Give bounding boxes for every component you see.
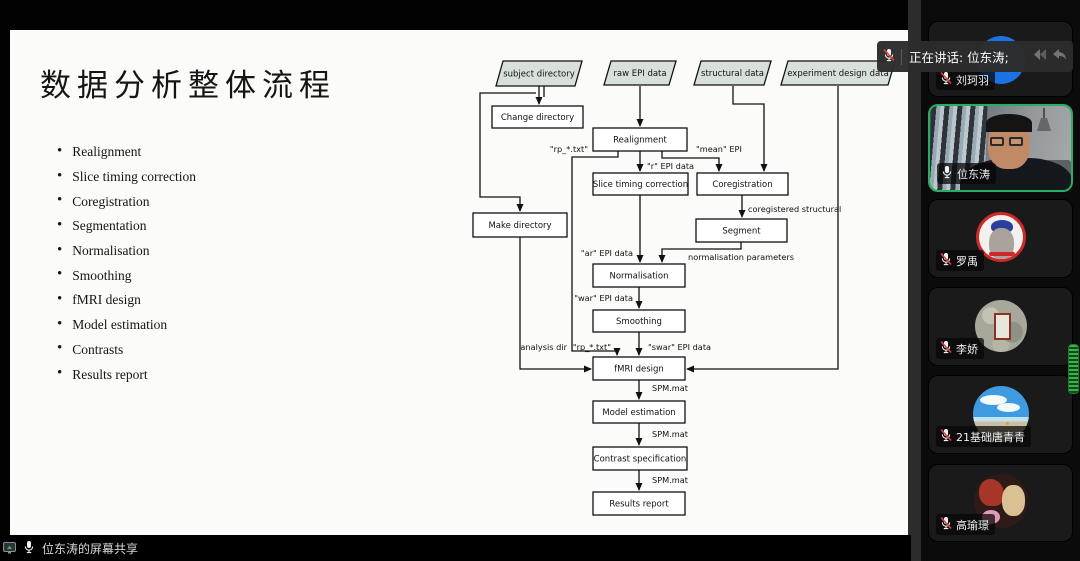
speaking-banner-text: 正在讲话: 位东涛;	[909, 50, 1009, 65]
bullet-item: Segmentation	[57, 214, 196, 239]
participant-name: 罗禹	[956, 254, 978, 268]
participant-tile-tang-qingqing[interactable]: 21基础唐青青	[928, 375, 1073, 454]
bullet-item: Normalisation	[57, 239, 196, 264]
bullet-item: Results report	[57, 362, 196, 387]
participant-nametag: 罗禹	[936, 250, 984, 271]
participant-tile-li-jiao[interactable]: 李娇	[928, 287, 1073, 366]
participant-nametag: 刘珂羽	[936, 69, 995, 90]
bullet-item: Smoothing	[57, 263, 196, 288]
mic-muted-icon	[940, 428, 952, 445]
mic-muted-icon	[883, 47, 895, 66]
mic-muted-icon	[940, 71, 952, 88]
share-status-bar: 位东涛的屏幕共享	[0, 535, 911, 561]
back-arrow-icon[interactable]	[1051, 47, 1067, 66]
slide-title: 数据分析整体流程	[40, 68, 336, 103]
mic-muted-icon	[940, 340, 952, 357]
panel-divider[interactable]	[908, 0, 921, 561]
bullet-item: Model estimation	[57, 313, 196, 338]
mic-on-icon	[23, 539, 35, 558]
share-bar-label: 位东涛的屏幕共享	[42, 541, 139, 556]
mic-muted-icon	[940, 516, 952, 533]
video-lamp	[1036, 118, 1052, 131]
participant-name: 21基础唐青青	[956, 430, 1025, 444]
previous-view-arrow-icon[interactable]	[1031, 47, 1048, 66]
bullet-item: Contrasts	[57, 338, 196, 363]
participant-nametag: 21基础唐青青	[936, 426, 1031, 447]
participant-name: 位东涛	[957, 167, 990, 181]
bullet-item: Realignment	[57, 140, 196, 165]
participant-tile-gao-yujing[interactable]: 高瑜璟	[928, 464, 1073, 542]
bullet-item: fMRI design	[57, 288, 196, 313]
participant-name: 高瑜璟	[956, 518, 989, 532]
participant-name: 李娇	[956, 342, 978, 356]
participants-scrollbar[interactable]	[1068, 344, 1079, 394]
participants-panel: 刘珂羽 位东涛	[921, 0, 1080, 561]
bullet-item: Slice timing correction	[57, 165, 196, 190]
screen-share-icon	[3, 539, 16, 558]
mic-on-icon	[941, 165, 953, 182]
participant-nametag: 李娇	[936, 338, 984, 359]
participant-name: 刘珂羽	[956, 73, 989, 87]
bullet-item: Coregistration	[57, 189, 196, 214]
participant-nametag: 高瑜璟	[936, 514, 995, 535]
speaking-banner: 正在讲话: 位东涛;	[877, 41, 1073, 72]
participant-tile-luo-yu[interactable]: 罗禹	[928, 199, 1073, 278]
mic-muted-icon	[940, 252, 952, 269]
participant-tile-wei-dongtao-speaking[interactable]: 位东涛	[928, 104, 1073, 192]
participant-nametag: 位东涛	[937, 163, 996, 184]
